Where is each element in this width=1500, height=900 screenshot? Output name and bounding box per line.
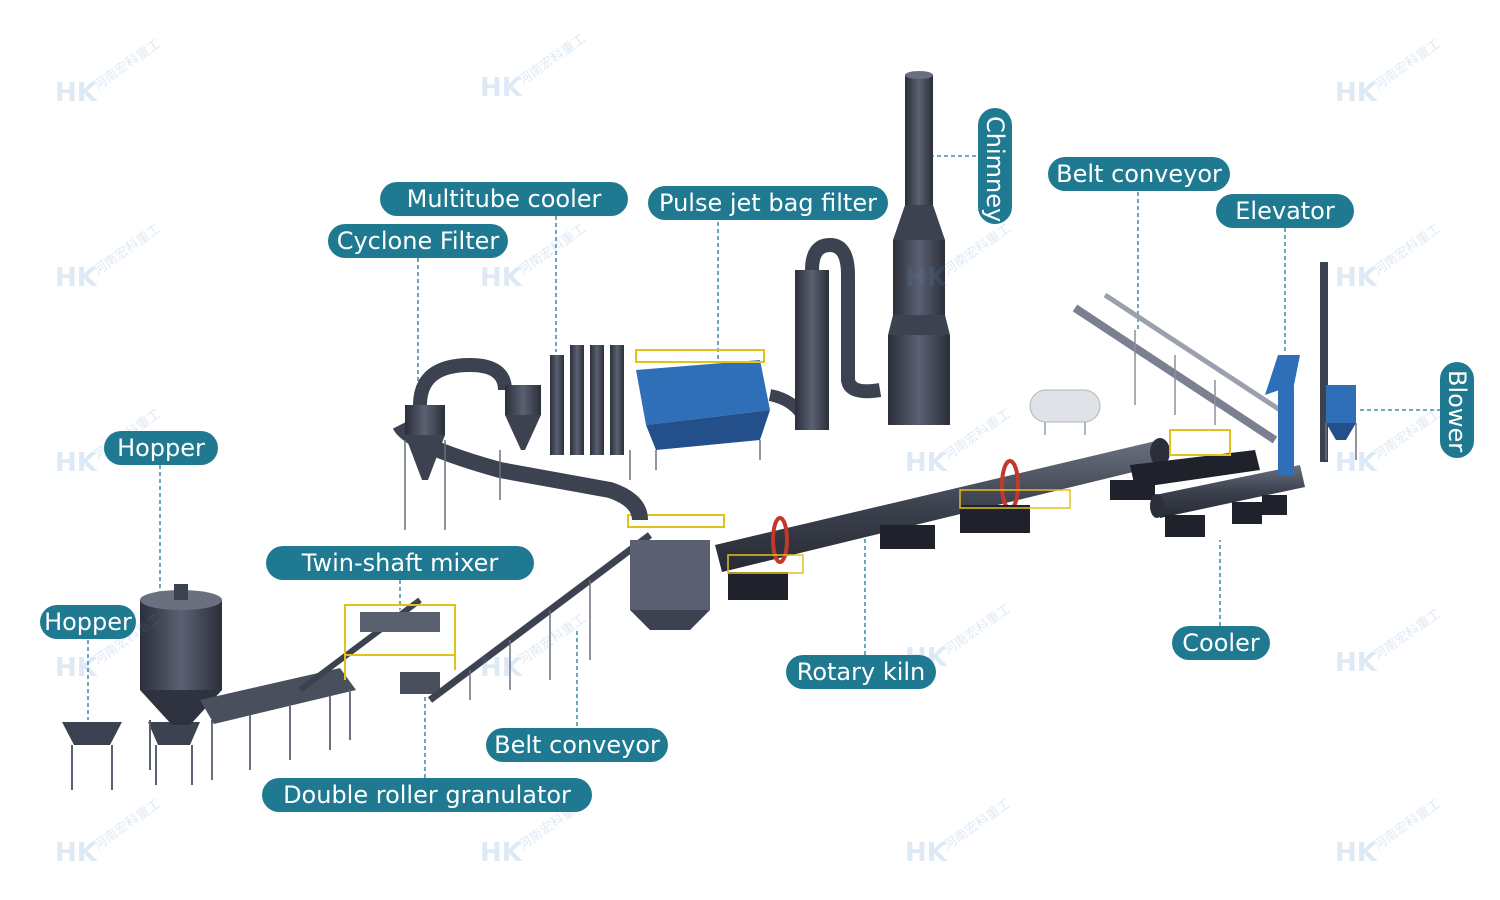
label-cooler: Cooler [1172,626,1270,660]
label-twin-shaft-mixer: Twin-shaft mixer [266,546,534,580]
inclined-belt-conveyor [427,532,653,703]
mixer-structure [344,604,456,694]
fan-tower [768,237,882,430]
leader-lines [87,155,1440,778]
label-chimney: Chimney [978,108,1012,224]
label-elevator: Elevator [1216,194,1354,228]
cooler-drum [1150,465,1305,537]
label-hopper-left: Hopper [40,605,136,639]
label-double-roller-granulator: Double roller granulator [262,778,592,812]
label-belt-conveyor-high: Belt conveyor [1048,157,1230,191]
label-multitube-cooler: Multitube cooler [380,182,628,216]
label-belt-conveyor-low: Belt conveyor [486,728,668,762]
label-hopper-top: Hopper [104,431,218,465]
feed-tower [627,514,725,630]
label-blower: Blower [1440,362,1474,458]
stacking-belt-conveyor [1072,292,1282,444]
label-rotary-kiln: Rotary kiln [786,655,936,689]
blower-unit [1320,262,1357,462]
silo [140,584,222,770]
rotary-kiln-body [715,438,1170,600]
pulse-jet-bag-filter [635,349,770,470]
chimney-stack [888,71,950,425]
bucket-elevator [1265,355,1300,475]
front-hoppers [62,722,200,790]
burner-area [1029,389,1260,488]
cyclone-filter [404,357,512,530]
multitube-cooler [499,345,631,500]
label-pulse-jet-bag-filter: Pulse jet bag filter [648,186,888,220]
label-cyclone-filter: Cyclone Filter [328,224,508,258]
